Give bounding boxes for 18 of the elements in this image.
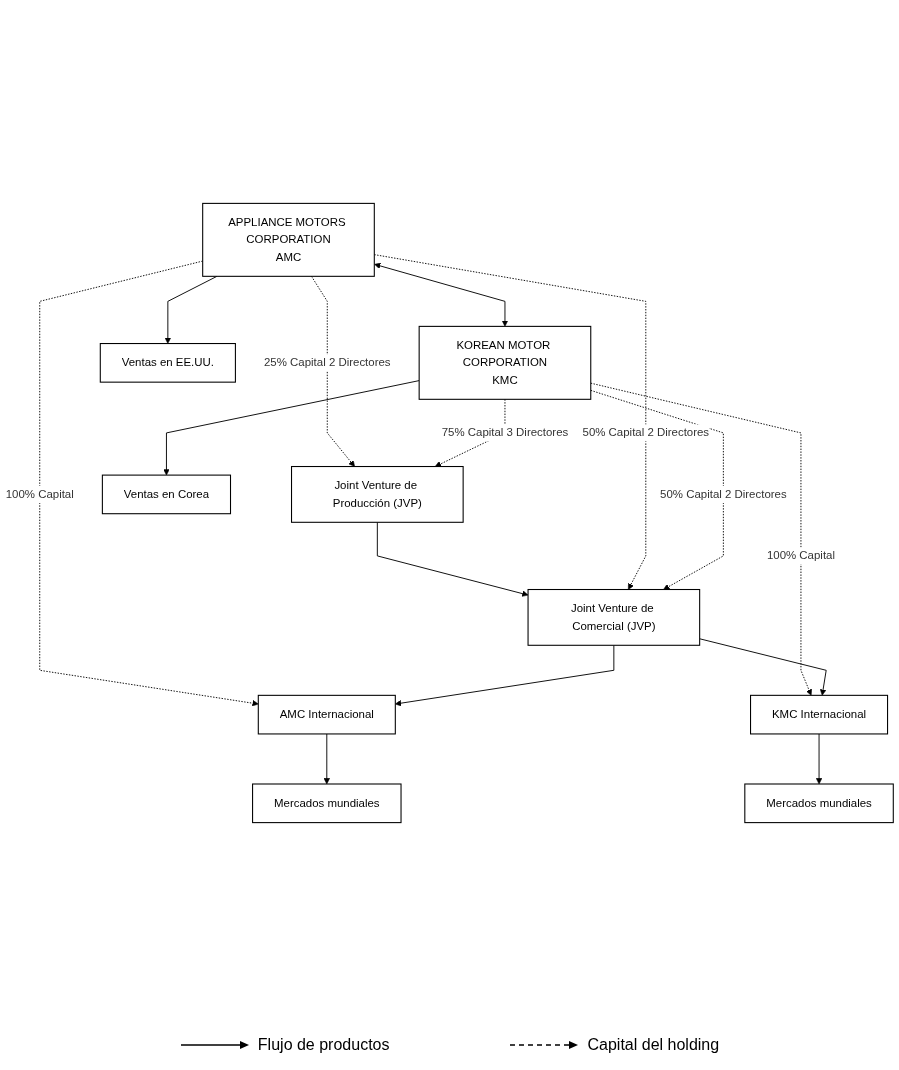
edge-label: 100% Capital xyxy=(5,487,74,501)
edge-label: 50% Capital 2 Directores xyxy=(660,487,787,501)
node-box: KMC Internacional xyxy=(750,694,889,735)
node-box: AMC Internacional xyxy=(257,694,396,735)
node-box: KOREAN MOTOR CORPORATION KMC xyxy=(418,325,592,400)
legend-text: Flujo de productos xyxy=(257,1036,390,1054)
node-box: Ventas en EE.UU. xyxy=(99,343,236,383)
edge-label: 25% Capital 2 Directores xyxy=(264,356,391,369)
node-box: Joint Venture de Comercial (JVP) xyxy=(527,588,701,646)
edge-label: 50% Capital 2 Directores xyxy=(582,426,710,439)
node-box: Joint Venture de Producción (JVP) xyxy=(291,466,464,523)
edge-label: 75% Capital 3 Directores xyxy=(441,426,569,439)
node-box: Ventas en Corea xyxy=(101,474,232,515)
node-box: APPLIANCE MOTORS CORPORATION AMC xyxy=(202,202,375,277)
legend-text: Capital del holding xyxy=(587,1036,720,1054)
edge-label: 100% Capital xyxy=(766,549,835,562)
node-box: Mercados mundiales xyxy=(744,783,894,824)
node-box: Mercados mundiales xyxy=(252,783,402,824)
